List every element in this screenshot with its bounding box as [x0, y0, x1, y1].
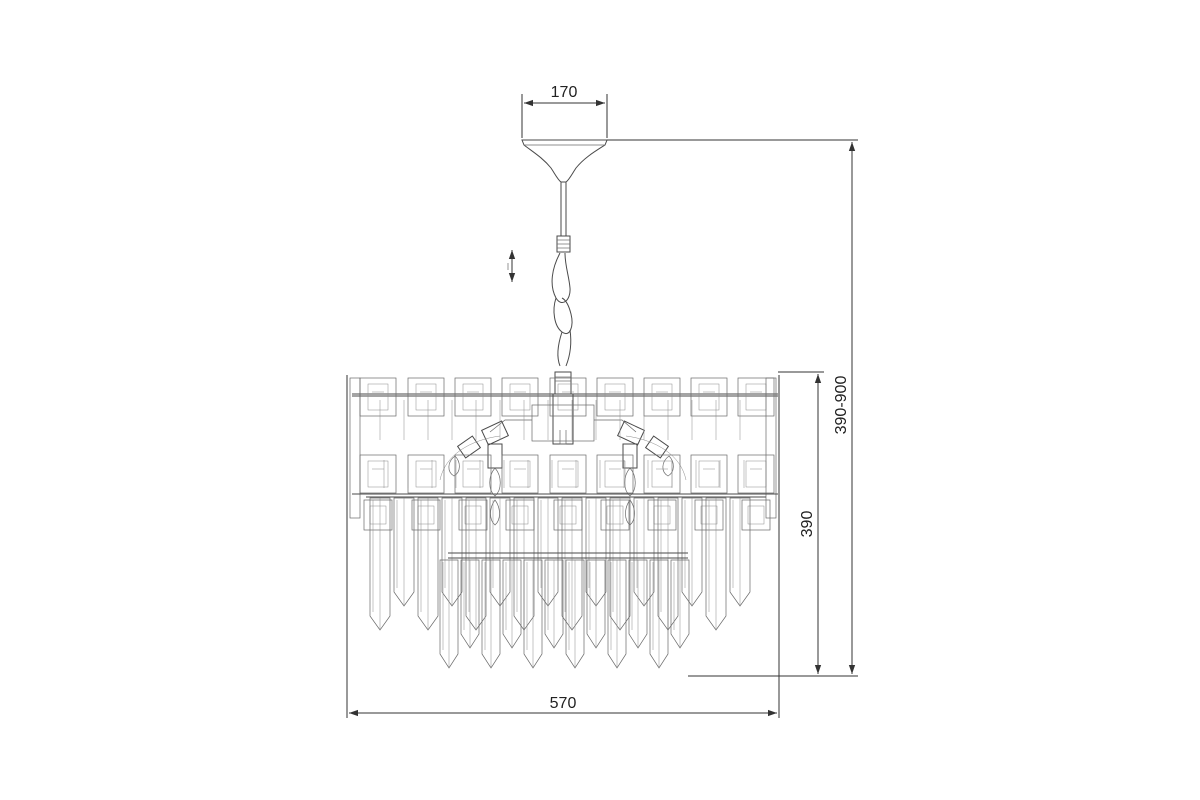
crystal-frame — [596, 454, 634, 494]
crystal-prism — [439, 559, 459, 669]
ceiling-canopy — [521, 139, 608, 183]
crystal-frame — [363, 499, 393, 531]
dimension-label-canopy-width: 170 — [551, 84, 578, 101]
crystal-prism — [565, 559, 585, 669]
crystal-frame — [737, 454, 775, 494]
crystal-prism — [561, 497, 583, 631]
crystal-frame — [549, 377, 587, 417]
crystal-prism — [681, 497, 703, 607]
crystal-frame — [454, 454, 492, 494]
crystal-frame — [690, 377, 728, 417]
crystal-frame — [454, 377, 492, 417]
crystal-frame — [643, 377, 681, 417]
crystal-frame — [359, 454, 397, 494]
crystal-prism — [369, 497, 391, 631]
crystal-prism — [607, 559, 627, 669]
suspension-rod — [556, 182, 571, 253]
crystal-frame — [407, 454, 445, 494]
vertical-double-arrow-icon — [507, 250, 516, 282]
crystal-prism — [609, 497, 631, 631]
dimension-label-body-height: 390 — [799, 511, 816, 538]
crystal-prism — [628, 559, 648, 649]
crystal-frame — [647, 499, 677, 531]
crystal-prism — [729, 497, 751, 607]
dimension-canopy-width: 170 — [521, 84, 608, 138]
crystal-prism — [393, 497, 415, 607]
crystal-frame — [549, 454, 587, 494]
middle-ring — [352, 493, 778, 498]
dimension-total-height: 390-900 — [607, 139, 858, 677]
crystal-prism — [441, 497, 463, 607]
crystal-frame — [501, 454, 539, 494]
crystal-prism — [417, 497, 439, 631]
crystal-frame — [737, 377, 775, 417]
crystal-prism — [705, 497, 727, 631]
crystal-prism — [465, 497, 487, 631]
dimension-label-body-width: 570 — [550, 695, 577, 712]
crystal-prism — [670, 559, 690, 649]
dimension-label-total-height: 390-900 — [833, 376, 850, 435]
crystal-frame — [600, 499, 630, 531]
crystal-frame — [596, 377, 634, 417]
dimension-body-width: 570 — [346, 375, 780, 718]
crystal-prism — [544, 559, 564, 649]
crystal-prism — [460, 559, 480, 649]
frame-hub — [352, 371, 778, 445]
lower-ring — [448, 552, 688, 559]
crystal-frame — [690, 454, 728, 494]
upper-tier-prisms — [369, 497, 751, 631]
crystal-frame — [411, 499, 441, 531]
lower-tier-prisms — [439, 559, 690, 669]
crystal-prism — [649, 559, 669, 669]
crystal-frame — [741, 499, 771, 531]
crystal-frame — [643, 454, 681, 494]
lamp-arms — [439, 419, 687, 526]
crystal-prism — [523, 559, 543, 669]
crystal-frame — [501, 377, 539, 417]
crystal-prism — [586, 559, 606, 649]
crystal-prism — [481, 559, 501, 669]
crystal-frame — [458, 499, 488, 531]
dimension-body-height: 390 — [778, 371, 824, 674]
upper-crystal-frames — [349, 377, 777, 531]
crystal-prism — [502, 559, 522, 649]
crystal-frame — [407, 377, 445, 417]
crystal-prism — [633, 497, 655, 607]
crystal-frame — [359, 377, 397, 417]
suspension-chain — [551, 252, 573, 367]
